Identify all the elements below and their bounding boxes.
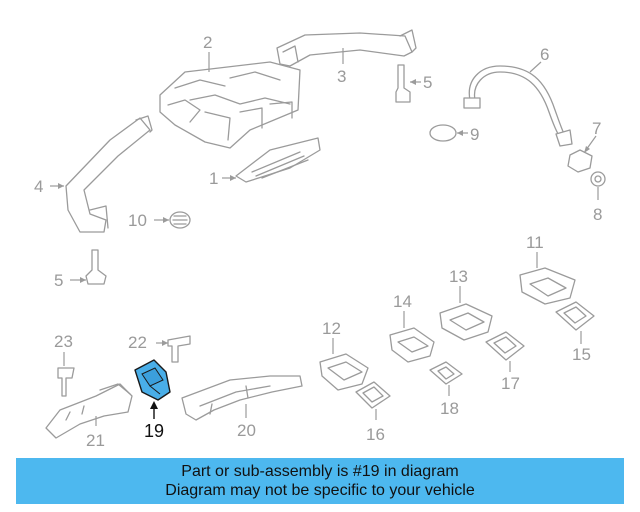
part-4-side-duct[interactable] xyxy=(50,115,153,233)
callout-22: 22 xyxy=(128,333,147,352)
part-20-trim-duct[interactable] xyxy=(181,375,303,421)
part-14-vent-assembly[interactable] xyxy=(389,311,435,363)
part-16-bezel[interactable] xyxy=(355,381,391,420)
part-5-clip-lower[interactable] xyxy=(70,249,107,285)
part-9-grommet[interactable] xyxy=(429,124,468,142)
part-13-vent-assembly[interactable] xyxy=(439,286,493,341)
part-11-vent-assembly[interactable] xyxy=(519,252,576,305)
callout-2: 2 xyxy=(203,33,212,52)
callout-9: 9 xyxy=(470,125,479,144)
callout-23: 23 xyxy=(54,332,73,351)
part-18-bezel[interactable] xyxy=(429,361,463,396)
banner-line-2: Diagram may not be specific to your vehi… xyxy=(165,482,475,499)
callout-3: 3 xyxy=(337,67,346,86)
part-19-highlighted[interactable] xyxy=(134,359,171,419)
callout-13: 13 xyxy=(449,267,468,286)
part-10-small-vent[interactable] xyxy=(154,211,191,229)
callout-19: 19 xyxy=(144,421,164,441)
callout-4: 4 xyxy=(34,177,43,196)
part-12-vent-assembly[interactable] xyxy=(319,338,369,391)
callout-18: 18 xyxy=(440,399,459,418)
callout-5-lower: 5 xyxy=(54,271,63,290)
part-17-bezel[interactable] xyxy=(485,331,525,372)
callout-8: 8 xyxy=(593,205,602,224)
exploded-parts-diagram: 2 3 5 6 9 7 8 xyxy=(34,29,606,450)
part-8-ring[interactable] xyxy=(590,171,606,200)
part-1-defroster-grille[interactable] xyxy=(222,137,321,183)
part-6-hose[interactable] xyxy=(463,61,573,147)
part-23-clip[interactable] xyxy=(57,352,75,397)
callout-14: 14 xyxy=(393,292,412,311)
part-7-connector[interactable] xyxy=(567,135,597,173)
callout-6: 6 xyxy=(540,45,549,64)
part-2-distribution-housing[interactable] xyxy=(159,52,301,149)
callout-17: 17 xyxy=(501,374,520,393)
part-22-clip[interactable] xyxy=(156,335,191,363)
callout-7: 7 xyxy=(592,119,601,138)
callout-10: 10 xyxy=(128,211,147,230)
part-3-upper-duct[interactable] xyxy=(276,29,417,67)
callout-16: 16 xyxy=(366,425,385,444)
part-5-clip-upper[interactable] xyxy=(395,64,421,103)
banner-line-1: Part or sub-assembly is #19 in diagram xyxy=(181,463,459,480)
callout-21: 21 xyxy=(86,431,105,450)
callout-12: 12 xyxy=(322,319,341,338)
callout-11: 11 xyxy=(526,233,544,252)
callout-15: 15 xyxy=(572,345,591,364)
part-15-bezel[interactable] xyxy=(555,301,595,344)
callout-1: 1 xyxy=(209,169,218,188)
part-21-lower-duct[interactable] xyxy=(45,383,133,439)
info-banner: Part or sub-assembly is #19 in diagram D… xyxy=(16,458,624,504)
callout-5-upper: 5 xyxy=(423,73,432,92)
callout-20: 20 xyxy=(237,421,256,440)
